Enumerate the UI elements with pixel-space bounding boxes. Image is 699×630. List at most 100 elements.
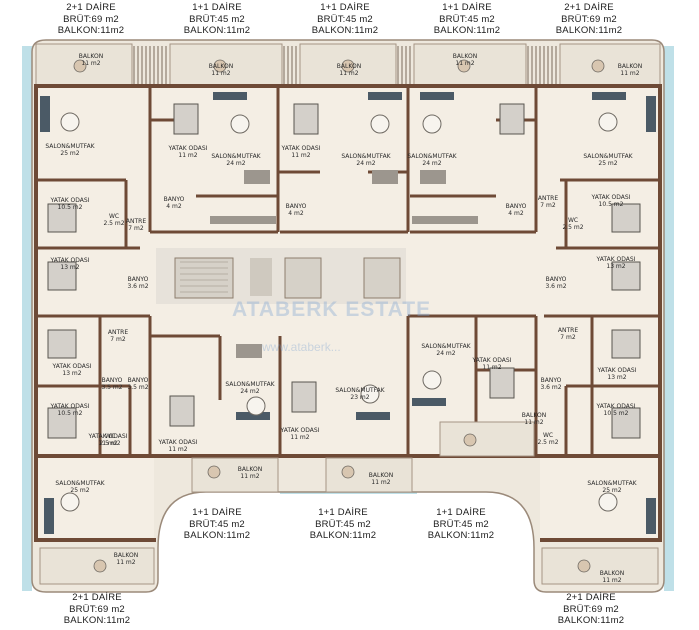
room-area: 11 m2: [524, 419, 543, 426]
room-name: ANTRE: [558, 327, 578, 334]
room-name: BANYO: [506, 203, 527, 210]
top-balconies: [35, 43, 661, 87]
room-name: YATAK ODASI: [596, 256, 636, 263]
room-area: 13 m2: [607, 374, 626, 381]
sofas: [40, 92, 656, 534]
unit-balcony-area: BALKON:11m2: [57, 25, 125, 36]
room-name: YATAK ODASI: [596, 403, 636, 410]
room-area: 11 m2: [291, 152, 310, 159]
unit-gross-area: BRÜT:69 m2: [561, 13, 617, 25]
room-area: 25 m2: [602, 487, 621, 494]
watermark-url: www.ataberk...: [262, 340, 341, 354]
unit-balcony-area: BALKON:11m2: [555, 25, 623, 36]
room-name: SALON&MUTFAK: [421, 343, 471, 350]
room-name: YATAK ODASI: [50, 257, 90, 264]
room-area: 11 m2: [290, 434, 309, 441]
room-name: BALKON: [369, 472, 393, 479]
unit-label-top-4: 1+1 DAİRE BRÜT:45 m2 BALKON:11m2: [422, 2, 512, 37]
room-area: 2.5 m2: [537, 439, 558, 446]
unit-label-top-1: 2+1 DAİRE BRÜT:69 m2 BALKON:11m2: [46, 2, 136, 37]
central-core: [156, 248, 406, 304]
room-name: SALON&MUTFAK: [225, 381, 275, 388]
room-area: 3.6 m2: [127, 283, 148, 290]
room-name: YATAK ODASI: [472, 357, 512, 364]
room-area: 2.5 m2: [99, 440, 120, 447]
room-area: 3.5 m2: [101, 384, 122, 391]
room-area: 7 m2: [560, 334, 576, 341]
room-area: 3.6 m2: [545, 283, 566, 290]
room-area: 3.6 m2: [540, 384, 561, 391]
room-name: BALKON: [600, 570, 624, 577]
room-name: SALON&MUTFAK: [583, 153, 633, 160]
room-area: 25 m2: [60, 150, 79, 157]
unit-label-top-3: 1+1 DAİRE BRÜT:45 m2 BALKON:11m2: [300, 2, 390, 37]
room-name: WC: [109, 213, 119, 220]
room-name: YATAK ODASI: [168, 145, 208, 152]
room-name: YATAK ODASI: [88, 433, 128, 440]
unit-label-bottom-3: 1+1 DAİRE BRÜT:45 m2 BALKON:11m2: [416, 507, 506, 542]
room-name: SALON&MUTFAK: [587, 480, 637, 487]
room-name: BANYO: [128, 276, 149, 283]
room-area: 7 m2: [540, 202, 556, 209]
room-name: SALON&MUTFAK: [341, 153, 391, 160]
room-area: 2.5 m2: [562, 224, 583, 231]
room-area: 11 m2: [168, 446, 187, 453]
room-area: 11 m2: [339, 70, 358, 77]
unit-title: 2+1 DAİRE: [66, 2, 116, 13]
room-name: SALON&MUTFAK: [211, 153, 261, 160]
room-area: 11 m2: [455, 60, 474, 67]
unit-gross-area: BRÜT:45 m2: [189, 13, 245, 25]
unit-label-bottom-1: 1+1 DAİRE BRÜT:45 m2 BALKON:11m2: [172, 507, 262, 542]
unit-gross-area: BRÜT:69 m2: [63, 13, 119, 25]
room-area: 25 m2: [70, 487, 89, 494]
room-name: WC: [543, 432, 553, 439]
room-name: ANTRE: [108, 329, 128, 336]
unit-balcony-area: BALKON:11m2: [311, 25, 379, 36]
room-name: YATAK ODASI: [52, 363, 92, 370]
unit-title: 2+1 DAİRE: [564, 2, 614, 13]
balcony-seating: [73, 59, 605, 573]
unit-balcony-area: BALKON:11m2: [427, 530, 495, 541]
room-name: BALKON: [114, 552, 138, 559]
room-name: BANYO: [164, 196, 185, 203]
unit-title: 2+1 DAİRE: [566, 592, 616, 603]
room-name: BALKON: [618, 63, 642, 70]
room-name: SALON&MUTFAK: [407, 153, 457, 160]
beds: [47, 103, 641, 439]
room-area: 13 m2: [60, 264, 79, 271]
bottom-balconies: [39, 421, 659, 585]
room-area: 13 m2: [62, 370, 81, 377]
room-area: 24 m2: [240, 388, 259, 395]
room-name: YATAK ODASI: [591, 194, 631, 201]
unit-balcony-area: BALKON:11m2: [63, 615, 131, 626]
room-area: 10.5 m2: [58, 204, 83, 211]
room-area: 10.5 m2: [599, 201, 624, 208]
room-name: BANYO: [128, 377, 149, 384]
room-name: BALKON: [522, 412, 546, 419]
room-name: WC: [105, 433, 115, 440]
room-name: BALKON: [337, 63, 361, 70]
unit-label-bottom-2: 1+1 DAİRE BRÜT:45 m2 BALKON:11m2: [298, 507, 388, 542]
room-area: 24 m2: [436, 350, 455, 357]
room-area: 7 m2: [110, 336, 126, 343]
room-area: 24 m2: [356, 160, 375, 167]
